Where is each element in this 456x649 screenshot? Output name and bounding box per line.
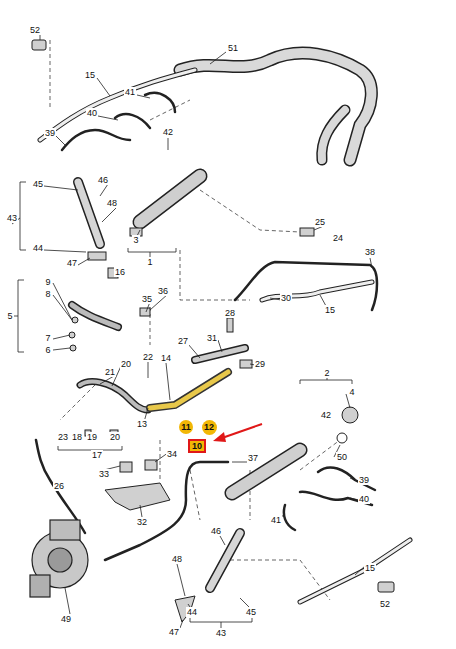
callout-number: 41 xyxy=(270,515,282,525)
callout-number: 32 xyxy=(136,517,148,527)
callout-number: 50 xyxy=(336,452,348,462)
callout-number: 18 xyxy=(71,432,83,442)
callout-number: 5 xyxy=(6,311,13,321)
callout-number: 1 xyxy=(146,257,153,267)
callout-number: 49 xyxy=(60,614,72,624)
callout-number: 23 xyxy=(57,432,69,442)
callout-number: 20 xyxy=(109,432,121,442)
callout-number: 46 xyxy=(210,526,222,536)
callout-number: 26 xyxy=(53,481,65,491)
callout-number: 47 xyxy=(66,258,78,268)
callout-number: 36 xyxy=(157,286,169,296)
callout-number: 20 xyxy=(120,359,132,369)
callout-number: 22 xyxy=(142,352,154,362)
callout-number: 43 xyxy=(215,628,227,638)
highlight-box: 10 xyxy=(188,439,206,453)
group-line xyxy=(50,40,340,600)
fuel-line xyxy=(36,93,377,560)
callout-number: 29 xyxy=(254,359,266,369)
callout-number: 42 xyxy=(162,127,174,137)
callout-number: 16 xyxy=(114,267,126,277)
callout-number: 52 xyxy=(379,599,391,609)
callout-number: 48 xyxy=(106,198,118,208)
callout-number: 9 xyxy=(44,277,51,287)
callout-number: 28 xyxy=(224,308,236,318)
callout-number: 12 xyxy=(204,422,214,432)
callout-number: 43 xyxy=(6,213,18,223)
callout-number: 38 xyxy=(364,247,376,257)
callout-number: 47 xyxy=(168,627,180,637)
callout-number: 44 xyxy=(32,243,44,253)
callout-number: 30 xyxy=(280,293,292,303)
callout-number: 10 xyxy=(192,441,202,451)
callout-number: 15 xyxy=(324,305,336,315)
callout-number: 6 xyxy=(44,345,51,355)
bracket xyxy=(12,182,352,628)
pointer-arrow xyxy=(213,424,262,442)
callout-number: 13 xyxy=(136,419,148,429)
callout-number: 42 xyxy=(320,410,332,420)
callout-number: 41 xyxy=(124,87,136,97)
callout-number: 4 xyxy=(348,387,355,397)
callout-number: 46 xyxy=(97,175,109,185)
callout-number: 44 xyxy=(186,607,198,617)
callout-number: 7 xyxy=(44,333,51,343)
callout-number: 40 xyxy=(86,108,98,118)
callout-number: 45 xyxy=(245,607,257,617)
callout-number: 3 xyxy=(132,235,139,245)
callout-number: 39 xyxy=(44,128,56,138)
callout-number: 15 xyxy=(364,563,376,573)
callout-number: 35 xyxy=(141,294,153,304)
callout-number: 33 xyxy=(98,469,110,479)
callout-number: 40 xyxy=(358,494,370,504)
callout-number: 51 xyxy=(227,43,239,53)
callout-number: 15 xyxy=(84,70,96,80)
callout-number: 31 xyxy=(206,333,218,343)
callout-number: 8 xyxy=(44,289,51,299)
callout-number: 45 xyxy=(32,179,44,189)
small-parts xyxy=(32,40,394,622)
highlighted-pipe xyxy=(150,372,228,408)
callout-number: 24 xyxy=(332,233,344,243)
callout-number: 37 xyxy=(247,453,259,463)
tube xyxy=(40,53,410,602)
callout-number: 14 xyxy=(160,353,172,363)
callout-number: 34 xyxy=(166,449,178,459)
callout-number: 17 xyxy=(91,450,103,460)
pump xyxy=(30,520,88,597)
callout-number: 11 xyxy=(181,422,191,432)
callout-number: 27 xyxy=(177,336,189,346)
callout-number: 39 xyxy=(358,475,370,485)
callout-number: 25 xyxy=(314,217,326,227)
callout-number: 2 xyxy=(323,368,330,378)
highlight-callout: 12 xyxy=(202,420,217,435)
callout-number: 48 xyxy=(171,554,183,564)
callout-number: 21 xyxy=(104,367,116,377)
leader-line xyxy=(40,35,372,628)
callout-number: 52 xyxy=(29,25,41,35)
callout-number: 19 xyxy=(86,432,98,442)
highlight-callout: 11 xyxy=(179,420,193,434)
